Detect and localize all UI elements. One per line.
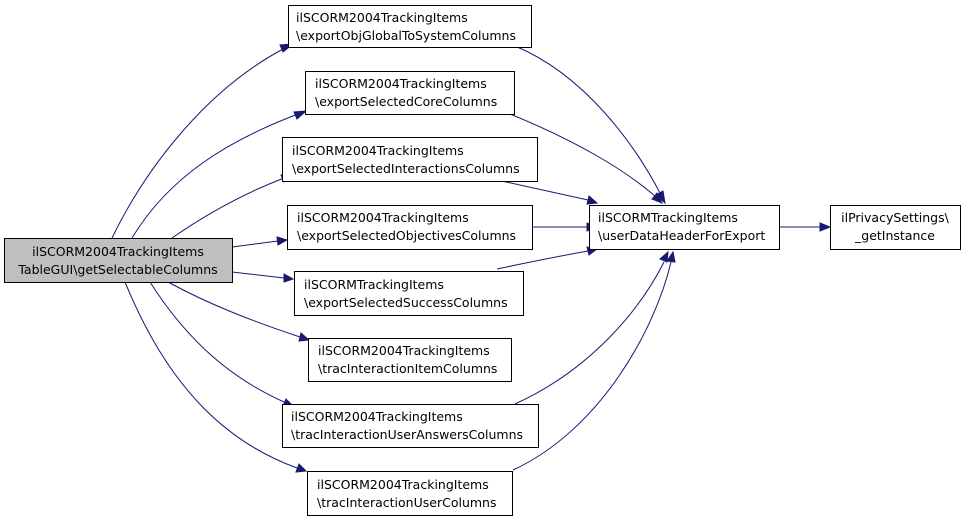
arrowhead-user-data-2 xyxy=(651,192,664,204)
node-trac-user-answers-line2: \tracInteractionUserAnswersColumns xyxy=(291,427,523,442)
node-export-success-line2: \exportSelectedSuccessColumns xyxy=(304,295,508,310)
node-trac-user-line1: ilSCORM2004TrackingItems xyxy=(317,477,489,492)
arrowhead-user-data-7 xyxy=(666,250,676,263)
edge-root-to-trac-user-answers xyxy=(149,281,285,403)
node-privacy-settings-line1: ilPrivacySettings\ xyxy=(841,210,949,225)
edge-trac-user-to-user-data xyxy=(512,261,672,471)
arrowhead-privacy xyxy=(819,222,832,232)
edge-trac-user-answers-to-user-data xyxy=(514,261,665,405)
node-export-success[interactable]: ilSCORMTrackingItems \exportSelectedSucc… xyxy=(294,271,524,316)
arrowhead-export-objectives xyxy=(276,236,289,246)
arrowhead-user-data-3 xyxy=(586,195,599,205)
node-trac-item[interactable]: ilSCORM2004TrackingItems \tracInteractio… xyxy=(308,338,512,382)
node-user-data-header[interactable]: ilSCORMTrackingItems \userDataHeaderForE… xyxy=(589,205,780,250)
node-trac-user-answers-line1: ilSCORM2004TrackingItems xyxy=(291,409,463,424)
edge-export-obj-global-to-user-data xyxy=(514,45,661,194)
node-root-line1: ilSCORM2004TrackingItems xyxy=(32,244,204,259)
node-export-objectives[interactable]: ilSCORM2004TrackingItems \exportSelected… xyxy=(287,205,533,250)
node-root-line2: TableGUI\getSelectableColumns xyxy=(17,262,217,277)
node-export-success-line1: ilSCORMTrackingItems xyxy=(304,277,444,292)
node-export-interactions-line2: \exportSelectedInteractionsColumns xyxy=(292,161,520,176)
node-user-data-header-line2: \userDataHeaderForExport xyxy=(598,228,765,243)
node-trac-user-answers[interactable]: ilSCORM2004TrackingItems \tracInteractio… xyxy=(282,404,539,448)
node-export-obj-global-line1: ilSCORM2004TrackingItems xyxy=(296,10,468,25)
node-export-obj-global[interactable]: ilSCORM2004TrackingItems \exportObjGloba… xyxy=(288,5,532,48)
node-trac-user-line2: \tracInteractionUserColumns xyxy=(317,495,496,510)
edges xyxy=(111,43,832,473)
node-export-core-line1: ilSCORM2004TrackingItems xyxy=(315,76,487,91)
arrowhead-trac-item xyxy=(298,332,311,342)
edge-root-to-trac-item xyxy=(167,281,301,338)
node-export-interactions-line1: ilSCORM2004TrackingItems xyxy=(292,143,464,158)
node-trac-item-line1: ilSCORM2004TrackingItems xyxy=(318,343,490,358)
arrowhead-export-core xyxy=(293,110,308,120)
edge-root-to-export-objectives xyxy=(231,240,279,248)
node-export-obj-global-line2: \exportObjGlobalToSystemColumns xyxy=(296,28,516,43)
node-export-core[interactable]: ilSCORM2004TrackingItems \exportSelected… xyxy=(305,71,515,115)
arrowhead-export-success xyxy=(283,273,295,283)
edge-root-to-export-core xyxy=(131,113,299,239)
node-export-objectives-line2: \exportSelectedObjectivesColumns xyxy=(297,228,516,243)
edge-export-interactions-to-user-data xyxy=(496,179,589,201)
node-privacy-settings-line2: _getInstance xyxy=(854,228,935,243)
node-user-data-header-line1: ilSCORMTrackingItems xyxy=(598,210,738,225)
node-root[interactable]: ilSCORM2004TrackingItems TableGUI\getSel… xyxy=(4,238,233,283)
node-export-interactions[interactable]: ilSCORM2004TrackingItems \exportSelected… xyxy=(282,137,538,182)
node-export-objectives-line1: ilSCORM2004TrackingItems xyxy=(297,210,469,225)
node-privacy-settings[interactable]: ilPrivacySettings\ _getInstance xyxy=(830,205,961,250)
node-trac-user[interactable]: ilSCORM2004TrackingItems \tracInteractio… xyxy=(307,471,513,516)
edge-root-to-export-success xyxy=(231,271,285,279)
node-trac-item-line2: \tracInteractionItemColumns xyxy=(318,361,497,376)
edge-root-to-export-obj-global xyxy=(111,47,286,239)
node-export-core-line2: \exportSelectedCoreColumns xyxy=(315,94,497,109)
arrowhead-user-data-6 xyxy=(659,250,669,263)
arrowhead-trac-user xyxy=(295,463,308,473)
edge-export-success-to-user-data xyxy=(496,250,589,270)
edge-export-core-to-user-data xyxy=(504,111,656,197)
edge-root-to-trac-user xyxy=(124,281,298,469)
edge-root-to-export-interactions xyxy=(171,177,285,239)
